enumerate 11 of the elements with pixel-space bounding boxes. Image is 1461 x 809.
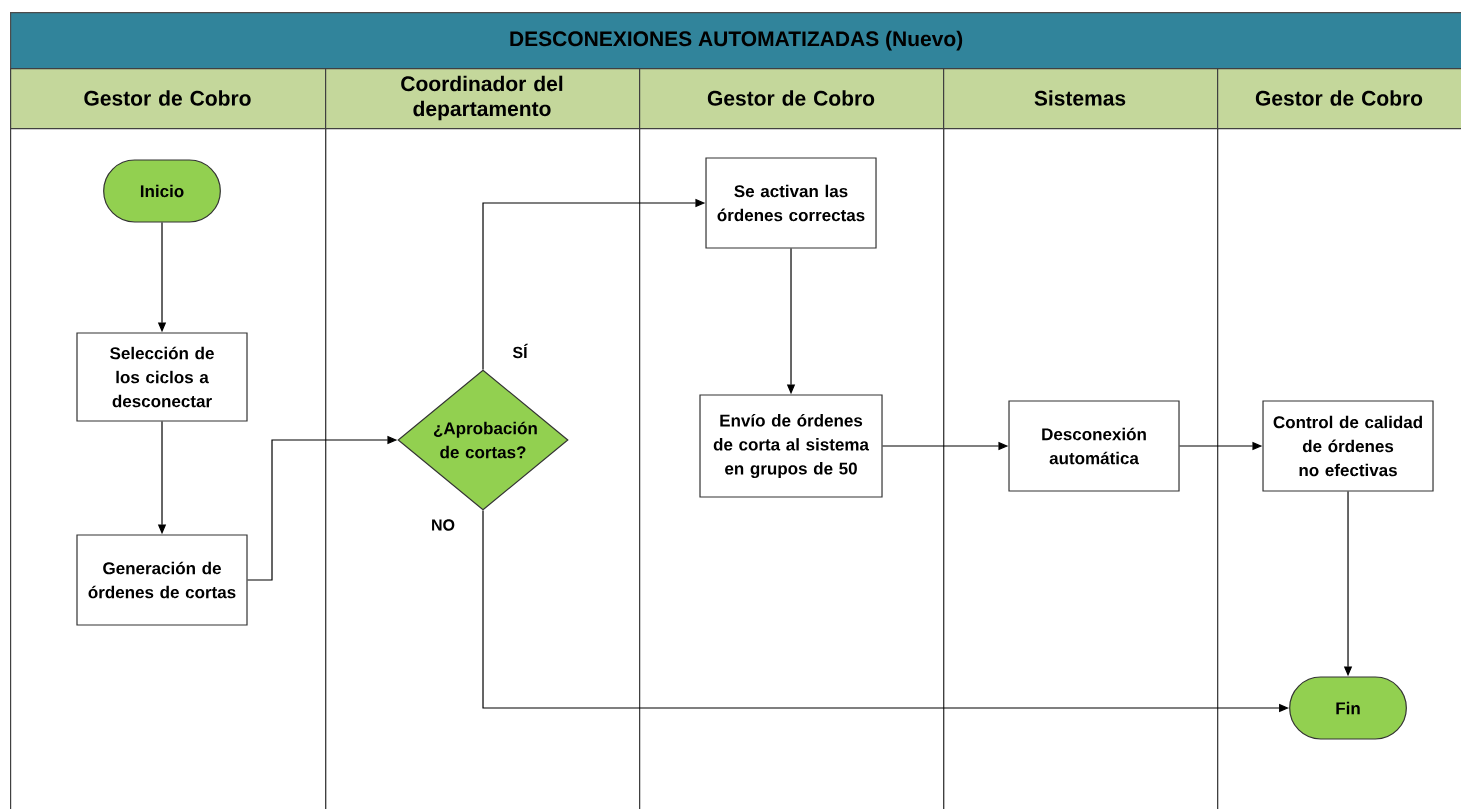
edge-label: NO [429,517,457,533]
edge-label: SÍ [510,341,530,361]
process-box: Envío de órdenes de corta al sistema en grupos de 50 [699,394,883,498]
process-box: Desconexión automática [1008,400,1180,492]
process-box: Generación de órdenes de cortas [76,534,248,626]
title-band: DESCONEXIONES AUTOMATIZADAS (Nuevo) [10,12,1461,70]
terminal-node: Fin [1289,676,1407,740]
terminal-node: Inicio [103,159,221,223]
process-box: Se activan las órdenes correctas [705,157,877,249]
process-box: Control de calidad de órdenes no efectivas [1262,400,1434,492]
process-box: Selección de los ciclos a desconectar [76,332,248,422]
